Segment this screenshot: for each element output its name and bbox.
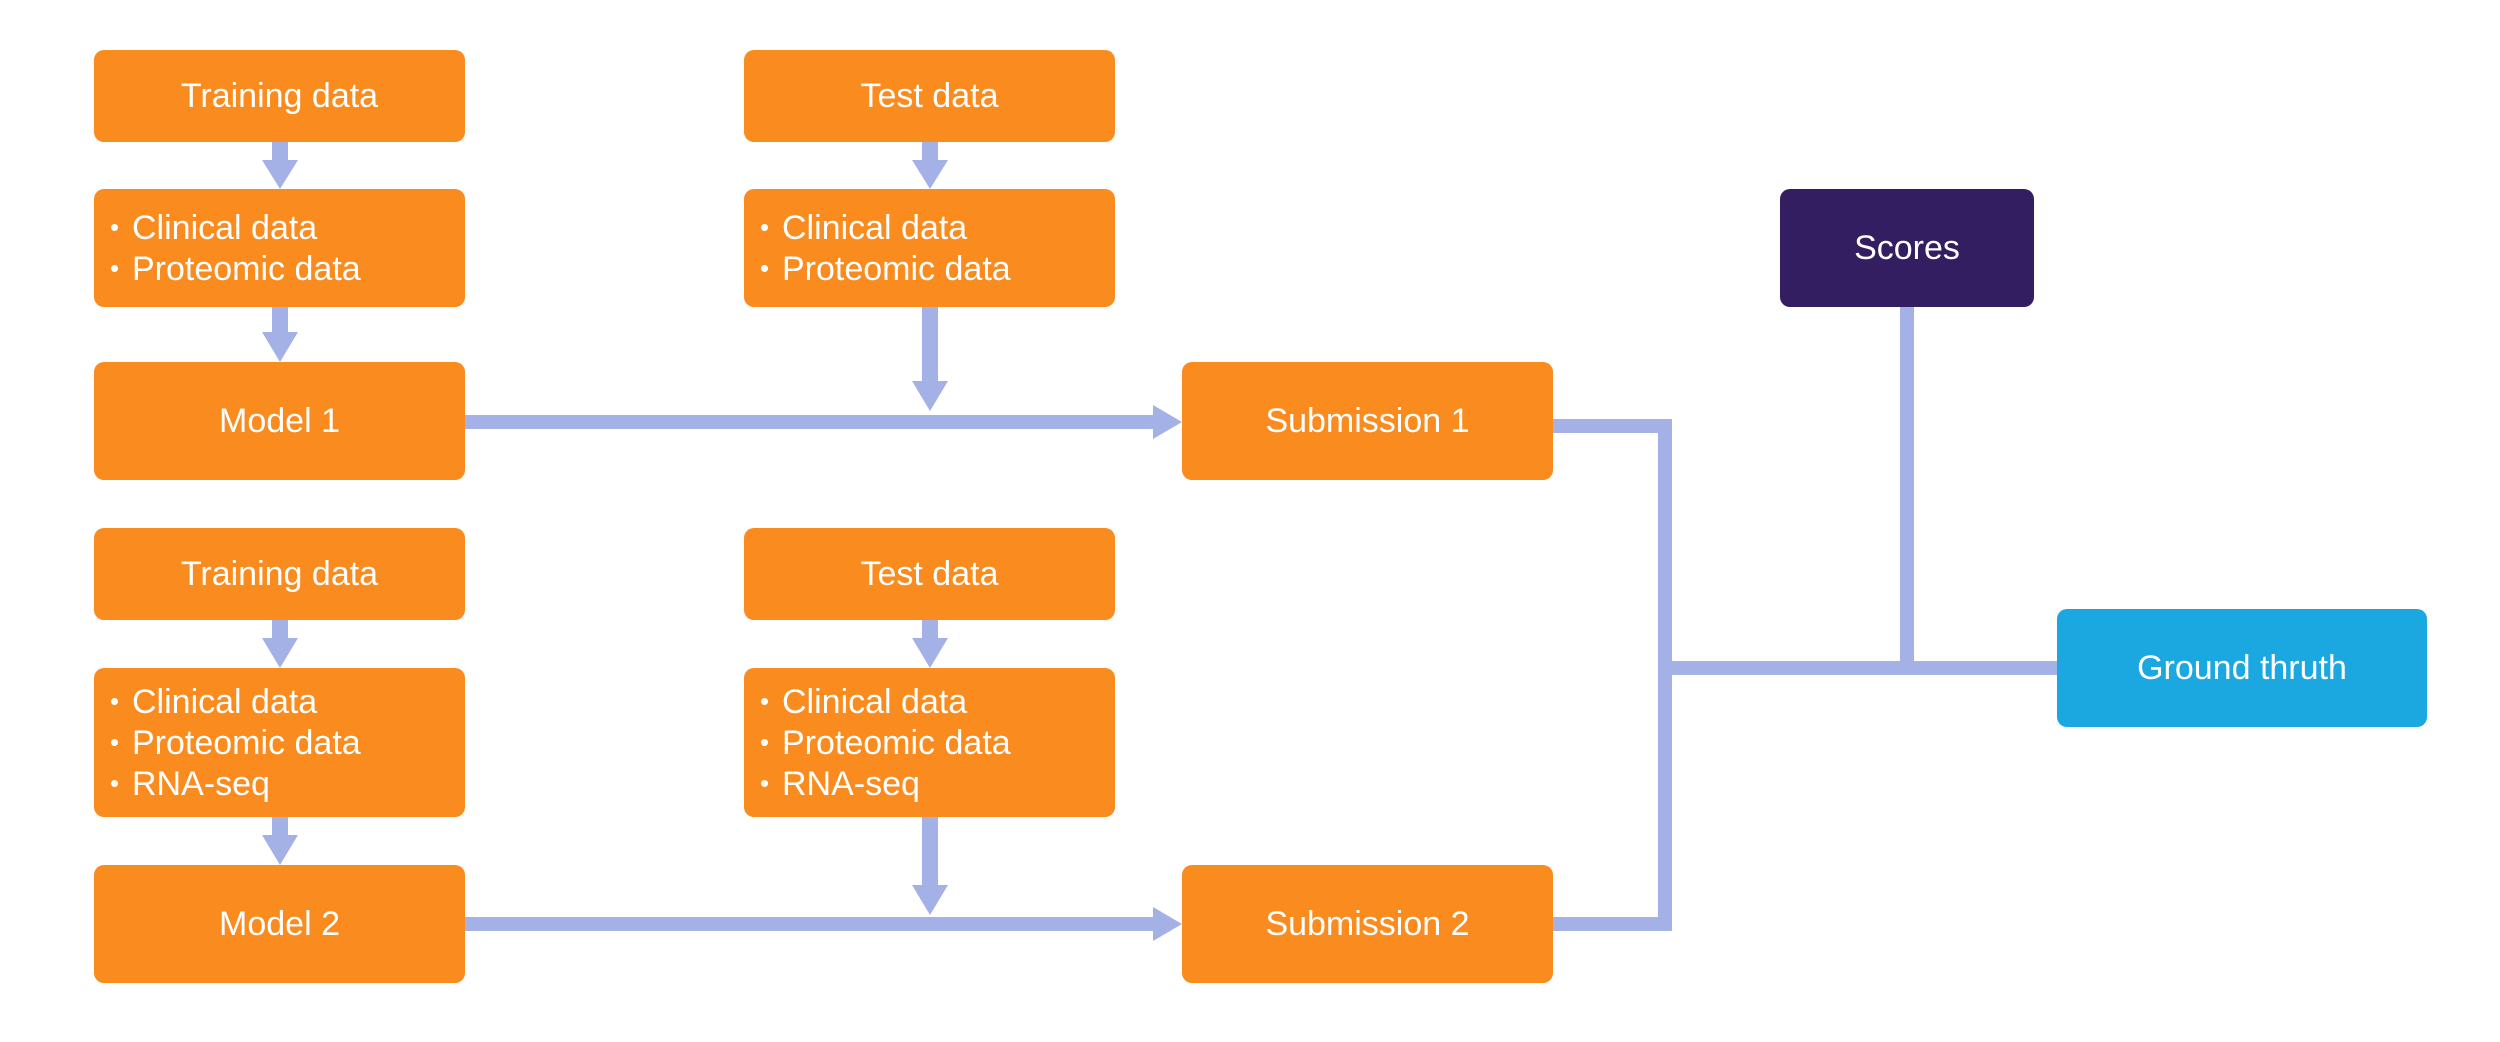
list-item: • Clinical data: [760, 207, 1115, 248]
arrow-model1-to-sub1: [465, 405, 1182, 439]
arrow-tlist1-to-line1: [912, 307, 948, 411]
bullet-icon: •: [760, 768, 770, 798]
bullet-icon: •: [760, 727, 770, 757]
test-data-box-2: Test data: [744, 528, 1115, 620]
list-item-label: Clinical data: [782, 209, 968, 247]
training-data-label-1: Training data: [180, 77, 379, 115]
arrow-test1-to-tlist1: [912, 142, 948, 189]
list-item-label: Clinical data: [132, 683, 318, 721]
arrow-test2-to-tlist2: [912, 620, 948, 668]
training-data-box-1: Training data: [94, 50, 465, 142]
arrow-train1-to-list1: [262, 142, 298, 189]
bullet-icon: •: [110, 686, 120, 716]
scores-box: Scores: [1780, 189, 2034, 307]
submission-box-2: Submission 2: [1182, 865, 1553, 983]
scores-label: Scores: [1854, 229, 1960, 267]
bullet-icon: •: [760, 253, 770, 283]
arrow-list2-to-model2: [262, 817, 298, 865]
list-item-label: Clinical data: [782, 683, 968, 721]
list-item: • Proteomic data: [110, 722, 465, 763]
arrow-model2-to-sub2: [465, 907, 1182, 941]
bullet-icon: •: [110, 253, 120, 283]
list-item-label: Proteomic data: [782, 250, 1011, 288]
list-item-label: Proteomic data: [132, 250, 361, 288]
ground-truth-box: Ground thruth: [2057, 609, 2427, 727]
submission-box-1: Submission 1: [1182, 362, 1553, 480]
list-item-label: Proteomic data: [132, 724, 361, 762]
training-data-types-box-2: • Clinical data • Proteomic data • RNA-seq: [94, 668, 465, 817]
list-item: • RNA-seq: [110, 763, 465, 804]
ground-truth-label: Ground thruth: [2137, 649, 2347, 687]
connector-submissions-to-evaluation: [1553, 419, 2057, 931]
list-item: • Clinical data: [110, 207, 465, 248]
arrow-list1-to-model1: [262, 307, 298, 362]
list-item: • Clinical data: [110, 681, 465, 722]
submission-label-1: Submission 1: [1265, 402, 1470, 440]
model-label-1: Model 1: [219, 402, 340, 440]
test-data-types-box-1: • Clinical data • Proteomic data: [744, 189, 1115, 307]
list-item: • Proteomic data: [760, 248, 1115, 289]
arrow-train2-to-list2: [262, 620, 298, 668]
arrow-tlist2-to-line2: [912, 817, 948, 915]
list-item: • Proteomic data: [110, 248, 465, 289]
test-data-box-1: Test data: [744, 50, 1115, 142]
connector-scores-stem: [1900, 307, 1914, 675]
model-box-2: Model 2: [94, 865, 465, 983]
model-label-2: Model 2: [219, 905, 340, 943]
test-data-label-1: Test data: [860, 77, 999, 115]
list-item-label: RNA-seq: [782, 765, 920, 803]
list-item: • RNA-seq: [760, 763, 1115, 804]
bullet-icon: •: [760, 686, 770, 716]
list-item-label: Proteomic data: [782, 724, 1011, 762]
list-item-label: Clinical data: [132, 209, 318, 247]
training-data-types-box-1: • Clinical data • Proteomic data: [94, 189, 465, 307]
training-data-label-2: Training data: [180, 555, 379, 593]
model-box-1: Model 1: [94, 362, 465, 480]
bullet-icon: •: [760, 212, 770, 242]
list-item: • Proteomic data: [760, 722, 1115, 763]
training-data-box-2: Training data: [94, 528, 465, 620]
list-item-label: RNA-seq: [132, 765, 270, 803]
bullet-icon: •: [110, 727, 120, 757]
bullet-icon: •: [110, 212, 120, 242]
test-data-types-box-2: • Clinical data • Proteomic data • RNA-seq: [744, 668, 1115, 817]
test-data-label-2: Test data: [860, 555, 999, 593]
bullet-icon: •: [110, 768, 120, 798]
submission-label-2: Submission 2: [1265, 905, 1470, 943]
list-item: • Clinical data: [760, 681, 1115, 722]
